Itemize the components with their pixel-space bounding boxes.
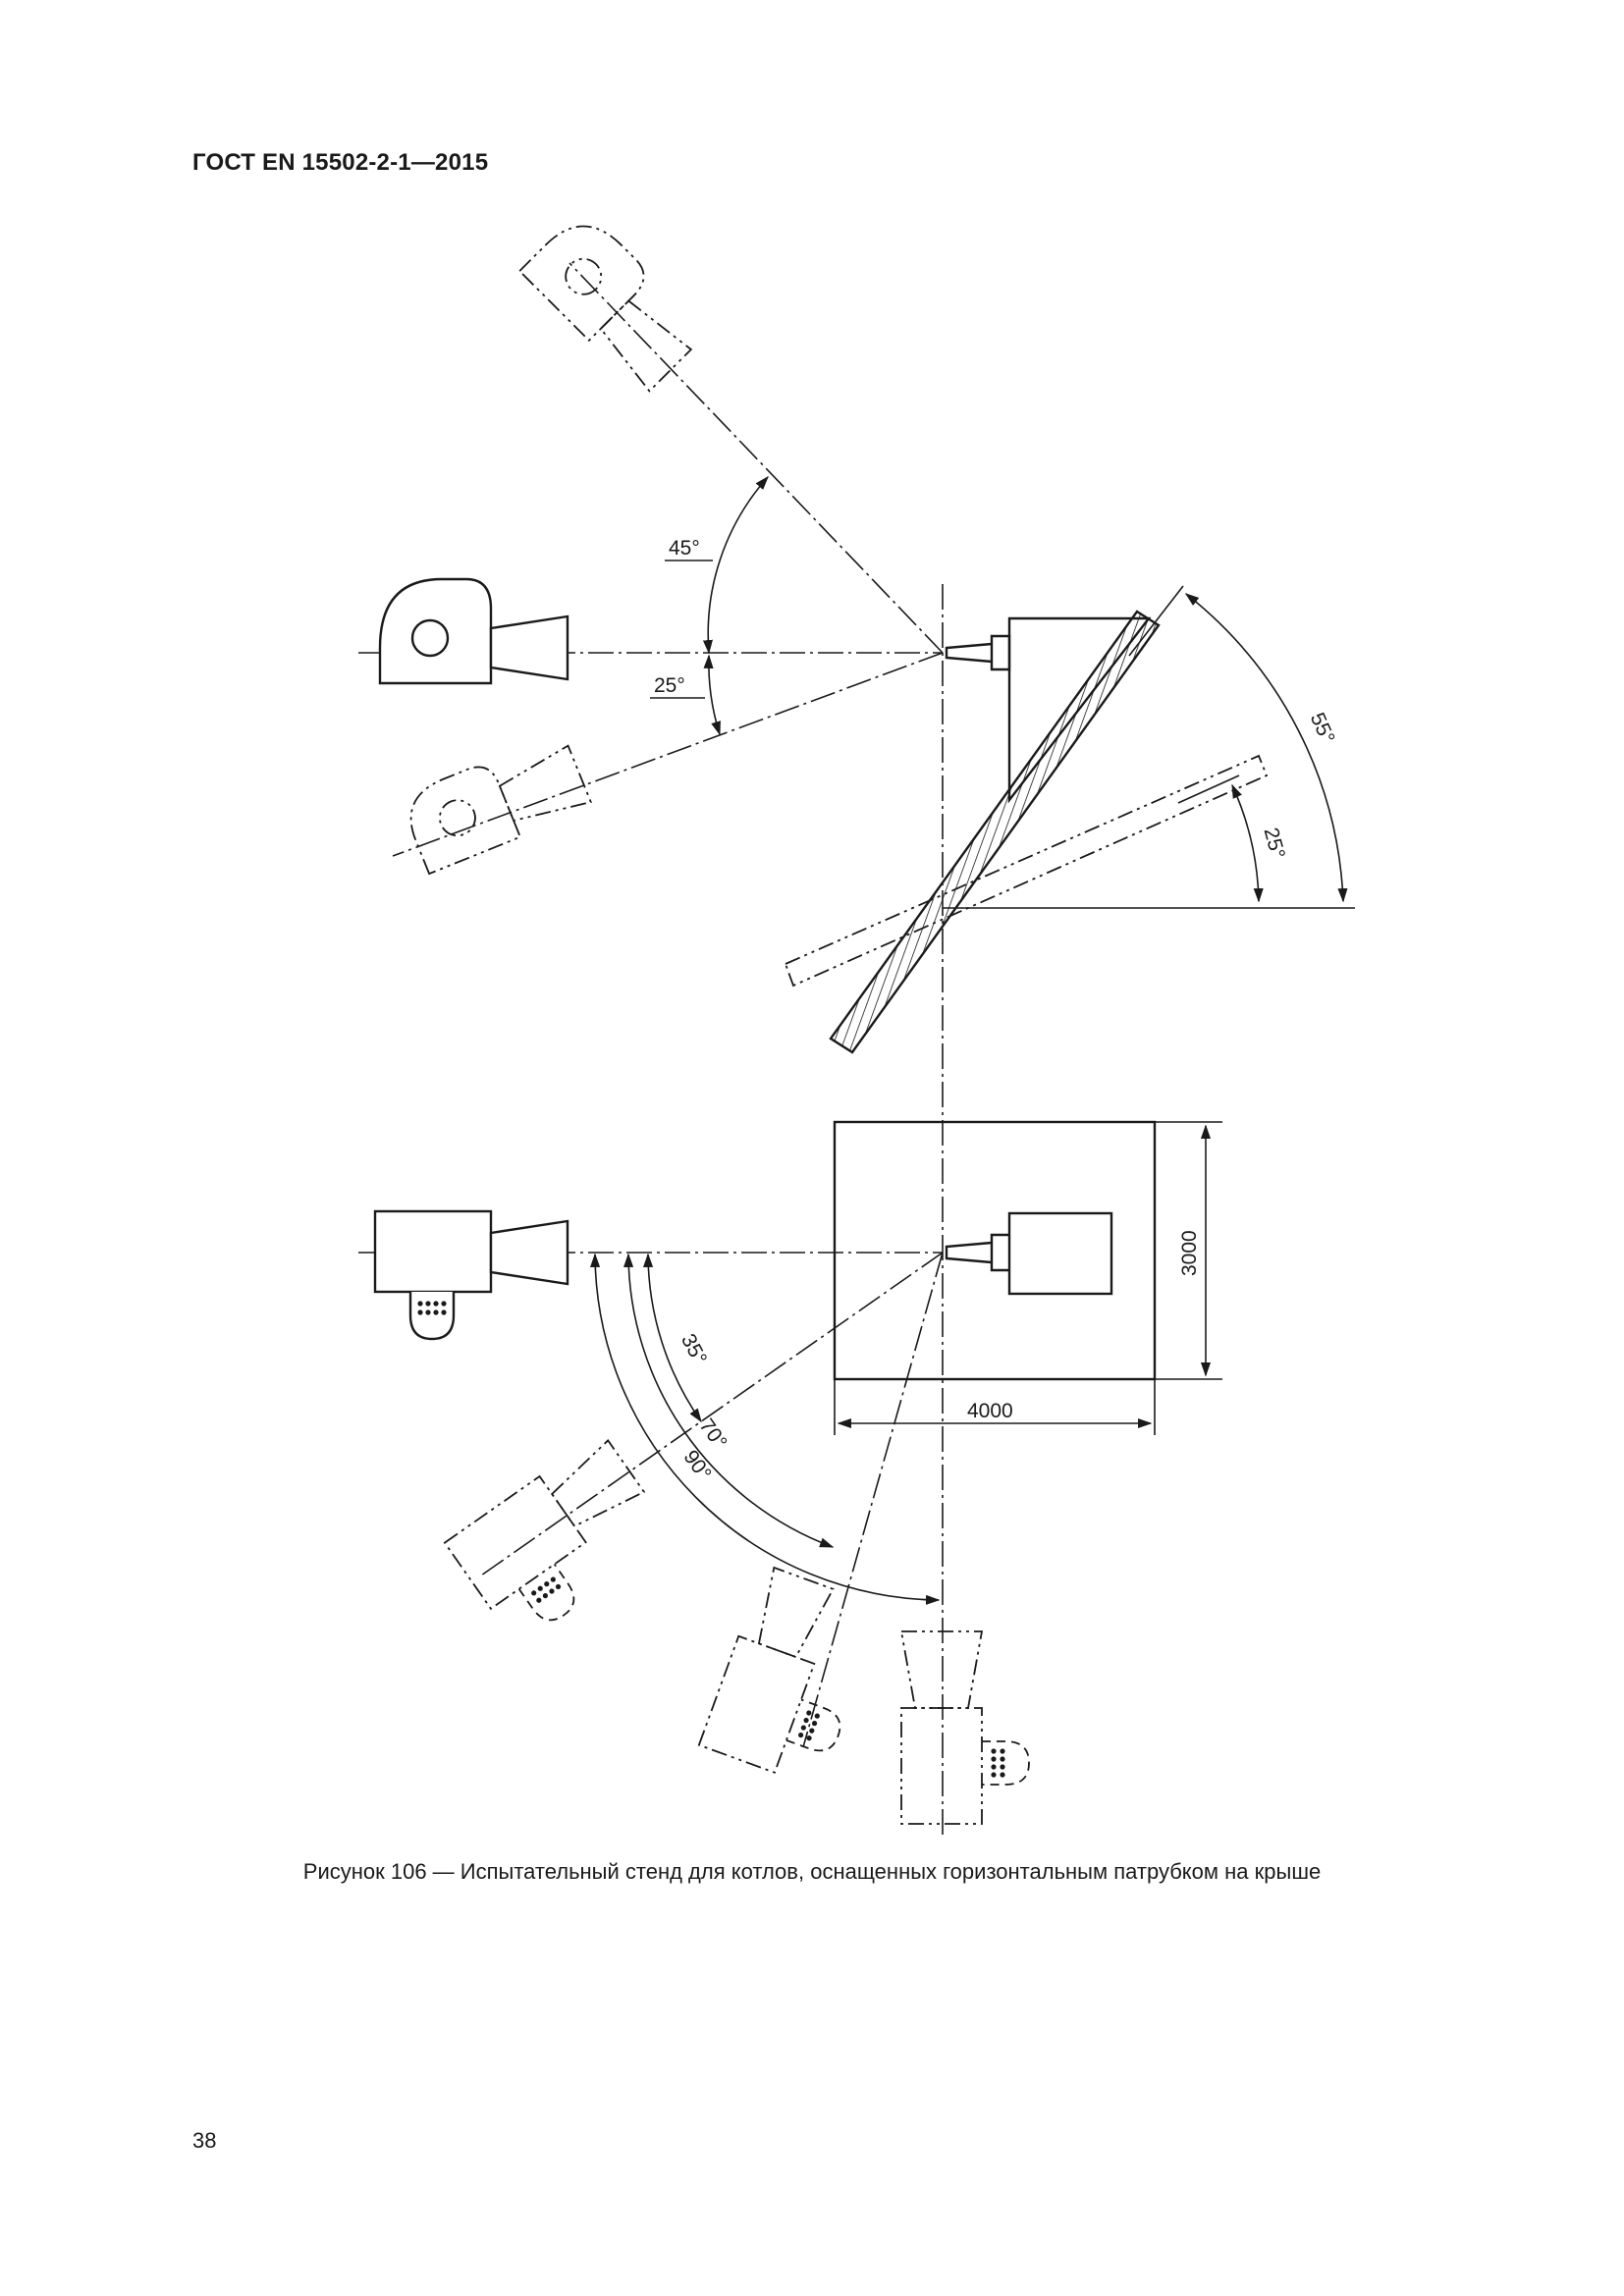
phantom-box-90 (900, 1707, 983, 1825)
label-angle-45: 45° (669, 537, 700, 560)
boiler-nozzle-lower (489, 1219, 569, 1286)
terminal-nozzle-lower (945, 1241, 993, 1264)
label-angle-55: 55° (1306, 710, 1339, 747)
arc-55 (1184, 593, 1348, 903)
dim-label-4000: 4000 (967, 1400, 1013, 1422)
burner-dots-70 (798, 1710, 820, 1741)
label-angle-90: 90° (679, 1446, 716, 1484)
burner-dots-35 (531, 1576, 562, 1603)
phantom-body-25 (409, 766, 522, 876)
boiler-phantom-45 (517, 225, 693, 393)
burner-dots-90 (991, 1748, 1005, 1778)
terminal-box-lower (1007, 1211, 1113, 1296)
page-number: 38 (192, 2128, 217, 2153)
phantom-body-45 (517, 225, 645, 343)
label-angle-35: 35° (677, 1330, 711, 1368)
phantom-circle-45 (565, 257, 603, 295)
roof-plane-hatched (829, 610, 1161, 1054)
phantom-nozzle-25 (498, 744, 592, 823)
boiler-burner-lower (408, 1292, 456, 1341)
boiler-solid-upper (378, 577, 569, 685)
test-room (833, 1120, 1157, 1381)
label-angle-25-roof: 25° (1260, 826, 1289, 862)
boiler-body (378, 577, 493, 685)
phantom-nozzle-70 (757, 1566, 835, 1659)
boiler-flue-circle (410, 618, 450, 658)
terminal-stub-upper (990, 634, 1011, 671)
boiler-phantom-90 (899, 1630, 1030, 1825)
boiler-phantom-25 (409, 744, 592, 876)
ray-35deg (480, 1252, 944, 1576)
lower-view: 3000 4000 (358, 1120, 1222, 1825)
phantom-nozzle-45 (599, 299, 693, 393)
label-angle-25-upper: 25° (654, 674, 685, 697)
arc-70 (623, 1253, 835, 1548)
boiler-phantom-70 (697, 1566, 841, 1774)
roof-25-extension (1177, 774, 1240, 804)
boiler-solid-lower (373, 1209, 569, 1341)
arc-25-roof (1231, 783, 1264, 903)
burner-dots-lower (417, 1301, 447, 1315)
roof-55-extension (1128, 585, 1184, 657)
dim-label-3000: 3000 (1178, 1230, 1201, 1276)
document-header: ГОСТ EN 15502-2-1—2015 (192, 149, 489, 176)
figure-caption: Рисунок 106 — Испытательный стенд для ко… (302, 1859, 1322, 1884)
arc-90 (590, 1253, 941, 1605)
ray-45deg (568, 262, 944, 654)
upper-view: 45° 25° 55° 25° (358, 225, 1355, 1836)
terminal-stub-lower (990, 1233, 1009, 1272)
ray-25deg (392, 652, 944, 857)
boiler-phantom-35 (443, 1439, 646, 1622)
arc-25 (703, 654, 721, 736)
phantom-burner-35 (517, 1563, 575, 1622)
phantom-nozzle-90 (899, 1630, 984, 1709)
phantom-burner-90 (982, 1740, 1030, 1786)
arc-45 (702, 475, 769, 655)
phantom-box-70 (697, 1634, 816, 1774)
phantom-circle-25 (438, 799, 476, 837)
boiler-nozzle (489, 614, 569, 681)
ray-70deg (802, 1252, 944, 1748)
boiler-box-lower (373, 1209, 493, 1294)
phantom-box-35 (443, 1474, 587, 1611)
terminal-lower (945, 1211, 1113, 1296)
phantom-nozzle-35 (551, 1439, 646, 1527)
terminal-nozzle-upper (945, 642, 993, 664)
phantom-burner-70 (785, 1698, 841, 1752)
